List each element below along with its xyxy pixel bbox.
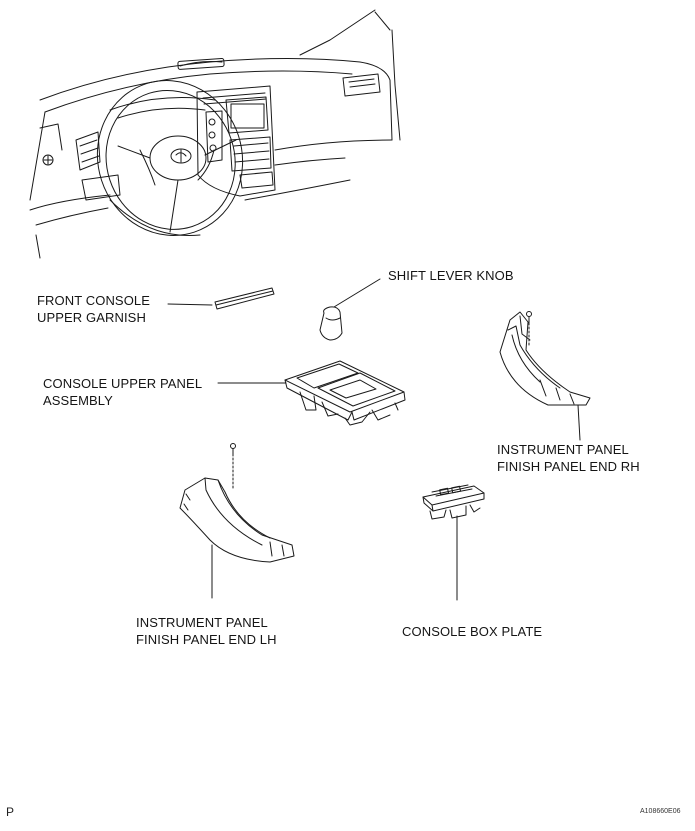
front-console-upper-garnish-part [167,287,275,310]
corner-mark: P [6,805,15,819]
finish-panel-end-rh-part [499,311,591,441]
console-upper-panel-assembly-part [217,360,406,426]
console-box-plate-part [422,484,485,601]
label-console-box-plate: CONSOLE BOX PLATE [402,624,543,639]
label-finish-panel-end-lh: INSTRUMENT PANEL FINISH PANEL END LH [136,615,277,647]
label-finish-panel-end-rh: INSTRUMENT PANEL FINISH PANEL END RH [497,442,640,474]
label-front-console-upper-garnish: FRONT CONSOLE UPPER GARNISH [37,293,151,325]
label-console-upper-panel-assembly: CONSOLE UPPER PANEL ASSEMBLY [43,376,203,408]
label-shift-lever-knob: SHIFT LEVER KNOB [388,268,514,283]
shift-lever-knob-part [319,278,381,341]
dashboard-illustration [29,9,401,259]
figure-code: A108660E06 [640,808,681,815]
finish-panel-end-lh-part [179,443,295,599]
